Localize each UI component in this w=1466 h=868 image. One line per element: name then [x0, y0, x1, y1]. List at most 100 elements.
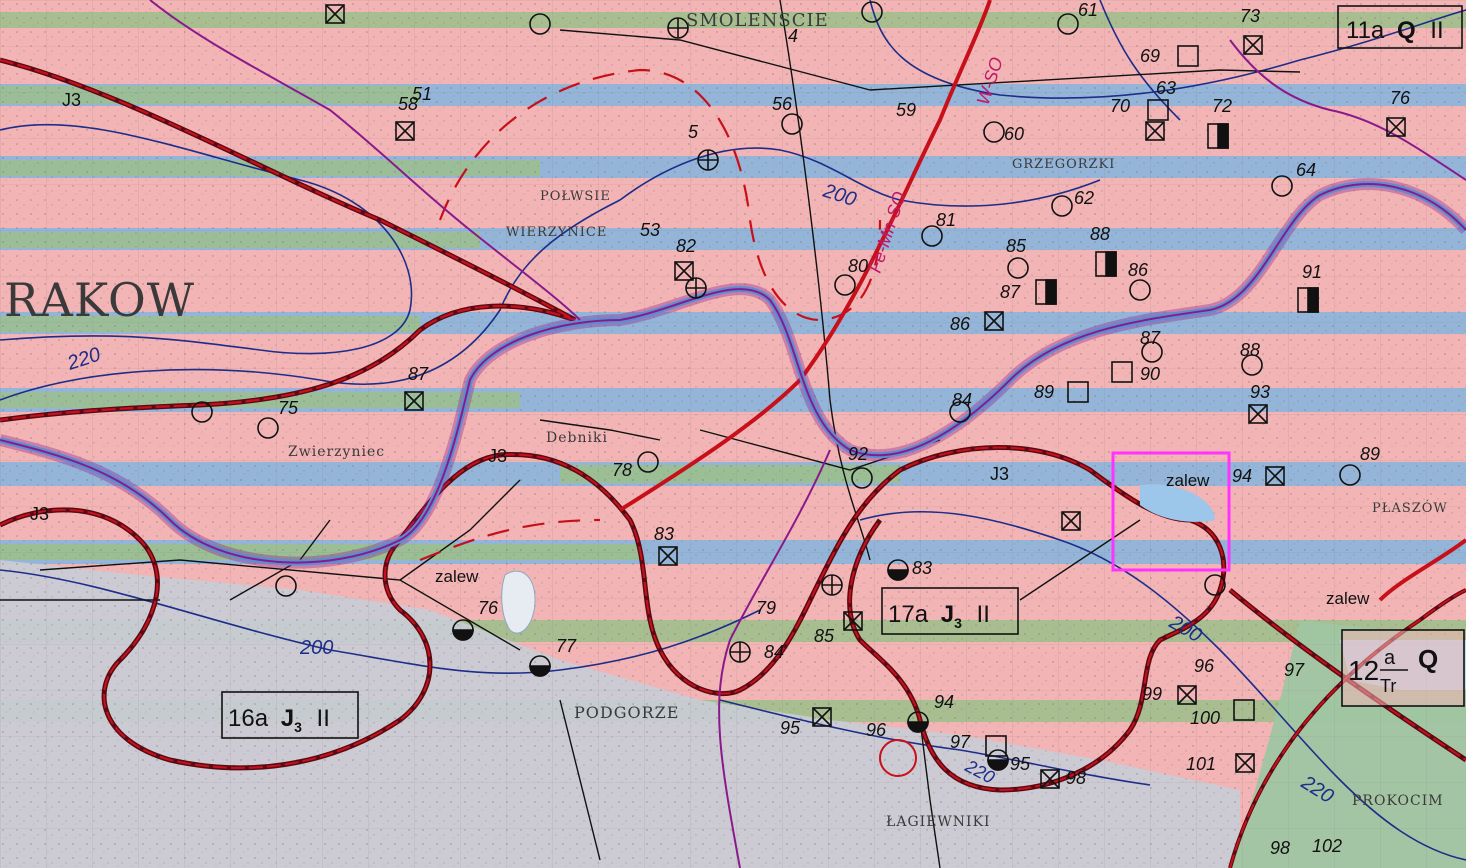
well-number: 96	[1194, 656, 1215, 676]
well-number: 86	[1128, 260, 1149, 280]
well-number: 59	[896, 100, 916, 120]
unit-number: 11a	[1346, 17, 1385, 44]
svg-text:11a Q II: 11a Q II	[1346, 17, 1444, 44]
circle-symbol	[1051, 195, 1073, 217]
boxed-cross-symbol	[1265, 466, 1285, 486]
well-number: 80	[848, 256, 868, 276]
well-number: 81	[936, 210, 956, 230]
place-name-wierzynice: WIERZYNICE	[506, 225, 607, 240]
unit-number: 17a	[888, 601, 929, 628]
well-number: 93	[1250, 382, 1270, 402]
circle-symbol	[1271, 175, 1293, 197]
well-number: 83	[654, 524, 674, 544]
boxed-cross-symbol	[1040, 769, 1060, 789]
well-number: 96	[866, 720, 887, 740]
well-number: 98	[1270, 838, 1290, 858]
circle-symbol	[1007, 257, 1029, 279]
place-names: RAKOW Zwierzyniec Debniki PODGORZE ŁAGIE…	[4, 10, 1447, 830]
boxed-cross-symbol	[1243, 35, 1263, 55]
well-number: 88	[1240, 340, 1260, 360]
unit-box-11a: 11a Q II	[1337, 5, 1463, 49]
unit-subscript: 3	[294, 719, 302, 735]
square-symbol	[1067, 381, 1089, 403]
svg-text:17a J3 II: 17a J3 II	[888, 601, 990, 634]
well-number: 94	[1232, 466, 1252, 486]
red-dashed-curves	[419, 68, 882, 562]
unit-subscript: 3	[954, 615, 962, 631]
boxed-cross-symbol	[812, 707, 832, 727]
place-name-lagiewniki: ŁAGIEWNIKI	[886, 814, 991, 830]
well-number: 4	[788, 26, 798, 46]
circle-symbol	[921, 225, 943, 247]
zalew-patch	[1140, 484, 1215, 522]
unit-class: II	[317, 705, 330, 732]
place-name-krakow: RAKOW	[4, 273, 195, 327]
place-name-grzegorzki: GRZEGORZKI	[1012, 157, 1115, 172]
place-name-zwierzyniec: Zwierzyniec	[288, 444, 385, 460]
well-number: 70	[1110, 96, 1130, 116]
circle-symbol	[781, 113, 803, 135]
well-number: 102	[1312, 836, 1342, 856]
well-number: 61	[1078, 0, 1098, 20]
zalew-label: zalew	[435, 567, 479, 586]
well-number: 101	[1186, 754, 1216, 774]
place-name-polwsie: POŁWSIE	[540, 189, 611, 204]
boxed-cross-symbol	[984, 311, 1004, 331]
well-number: 88	[1090, 224, 1110, 244]
half-filled-circle-symbol	[529, 655, 551, 677]
well-number: 94	[934, 692, 954, 712]
well-number: 75	[278, 398, 299, 418]
circle-symbol	[529, 13, 551, 35]
well-number: 85	[814, 626, 835, 646]
circle-symbol	[1129, 279, 1151, 301]
unit-box-16a: 16a J3 II	[221, 691, 359, 739]
boxed-cross-symbol	[325, 4, 345, 24]
unit-class: II	[977, 601, 990, 628]
square-symbol	[985, 735, 1007, 757]
boxed-cross-symbol	[1235, 753, 1255, 773]
zalew-label: zalew	[1326, 589, 1370, 608]
well-number: 77	[556, 636, 577, 656]
well-number: 100	[1190, 708, 1220, 728]
unit-symbol: Q	[1418, 644, 1438, 674]
well-number: 64	[1296, 160, 1316, 180]
square-symbol	[1147, 99, 1169, 121]
well-number: 99	[1142, 684, 1162, 704]
well-number: 72	[1212, 96, 1232, 116]
circle-symbol	[275, 575, 297, 597]
unit-number: 12	[1348, 655, 1379, 686]
circle-symbol	[637, 451, 659, 473]
unit-box-12a: 12 a Tr Q	[1341, 629, 1465, 707]
well-number: 51	[412, 84, 432, 104]
circle-symbol	[191, 401, 213, 423]
well-number: 91	[1302, 262, 1322, 282]
place-name-podgorze: PODGORZE	[574, 703, 679, 722]
well-number: 76	[1390, 88, 1411, 108]
circle-symbol	[1057, 13, 1079, 35]
crossed-circle-symbol	[821, 574, 843, 596]
crossed-circle-symbol	[697, 149, 719, 171]
unit-number: 16a	[228, 705, 269, 732]
half-filled-circle-symbol	[887, 559, 909, 581]
well-number: 73	[1240, 6, 1260, 26]
square-symbol	[1233, 699, 1255, 721]
stratigraphy-labels: J3 J3 J3 J3	[30, 90, 1009, 524]
well-number: 97	[950, 732, 971, 752]
well-number: 60	[1004, 124, 1024, 144]
boxed-cross-symbol	[658, 546, 678, 566]
red-circle-marker	[879, 739, 917, 777]
contour-label: 200	[299, 637, 333, 659]
place-name-smolenskie: SMOLENSCIE	[686, 10, 829, 31]
well-number: 86	[950, 314, 971, 334]
circle-symbol	[1141, 341, 1163, 363]
well-number: 95	[1010, 754, 1031, 774]
boxed-cross-symbol	[674, 261, 694, 281]
well-number: 85	[1006, 236, 1027, 256]
circle-symbol	[851, 467, 873, 489]
unit-class: II	[1430, 17, 1443, 44]
selection-highlight[interactable]	[1111, 451, 1231, 572]
half-filled-square-symbol	[1095, 251, 1117, 277]
